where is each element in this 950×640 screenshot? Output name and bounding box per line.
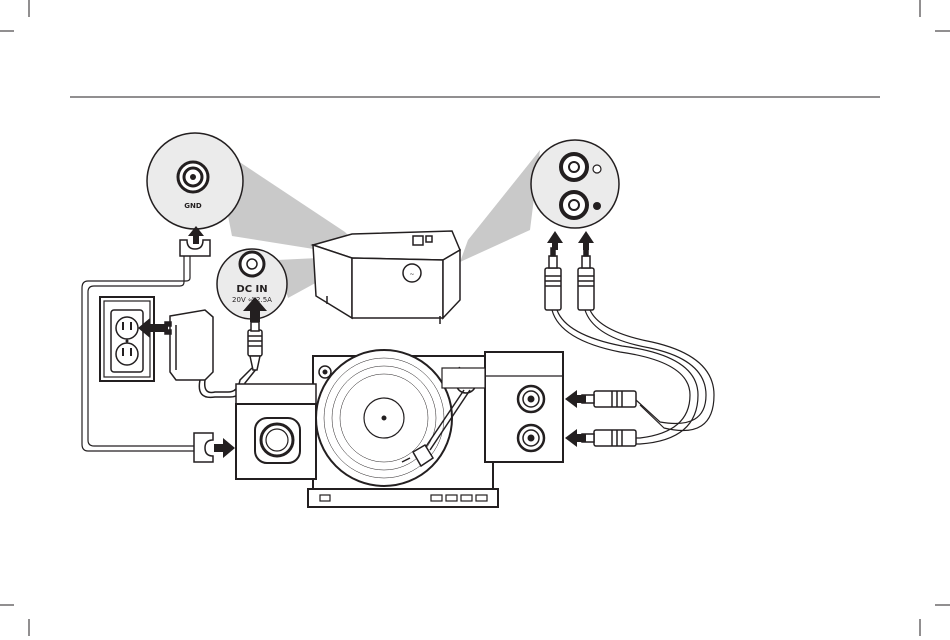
output-bottom-left-arrow-icon bbox=[565, 429, 586, 447]
dcin-label: DC IN bbox=[236, 284, 267, 295]
gnd-callout: GND bbox=[147, 133, 243, 229]
speaker-knob-icon bbox=[413, 236, 423, 245]
white-channel-dot-icon bbox=[593, 165, 601, 173]
rca-cables bbox=[552, 310, 714, 444]
rca-left-up-arrow-icon bbox=[547, 231, 563, 250]
rca-plug-left bbox=[545, 248, 561, 310]
rca-callout bbox=[531, 140, 619, 228]
rca-plug-right bbox=[578, 248, 594, 310]
rca-right-up-arrow-icon bbox=[578, 231, 594, 250]
gnd-label: GND bbox=[184, 202, 202, 210]
rca-plug-upper-horizontal bbox=[582, 391, 636, 407]
svg-text:~: ~ bbox=[409, 271, 414, 278]
dc-plug bbox=[248, 322, 262, 370]
wall-outlet bbox=[100, 297, 154, 381]
output-top-left-arrow-icon bbox=[565, 390, 586, 408]
rca-beam bbox=[460, 150, 540, 262]
speaker: ~ bbox=[313, 231, 460, 324]
gnd-spade-bottom bbox=[194, 433, 213, 462]
black-channel-dot-icon bbox=[593, 202, 601, 210]
power-right-arrow-icon bbox=[214, 438, 235, 458]
rca-plug-lower-horizontal bbox=[582, 430, 636, 446]
turntable-power-panel bbox=[236, 384, 316, 479]
